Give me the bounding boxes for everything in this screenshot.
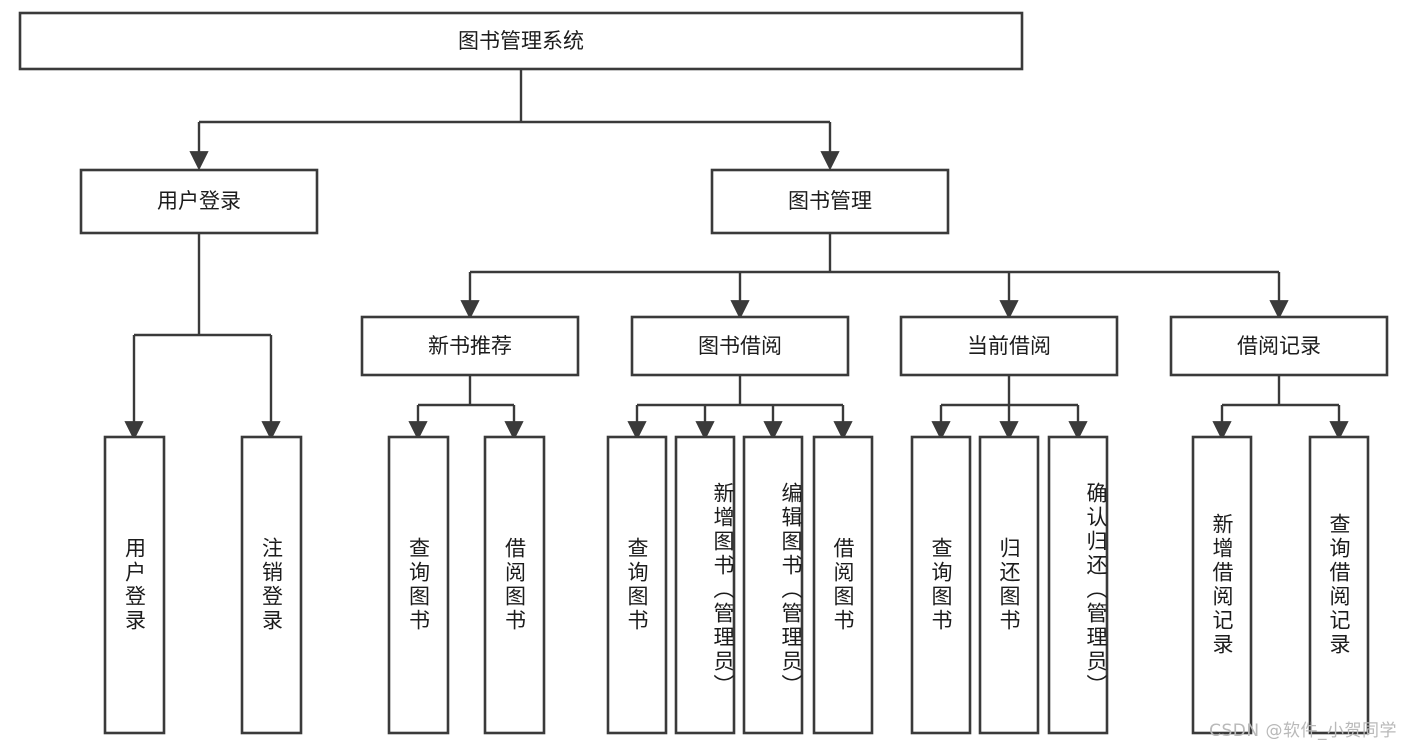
connectors-book-manage-to-level3 [460, 233, 1289, 320]
leaf-query-book-2-box[interactable] [606, 435, 668, 735]
node-new-book-rec-box[interactable] [360, 315, 580, 377]
leaf-borrow-book-2-box[interactable] [812, 435, 874, 735]
connectors-root-to-level2 [189, 69, 840, 171]
connectors-user-login-to-leaves [124, 233, 281, 441]
node-book-manage-label: 图书管理 [788, 189, 872, 213]
node-user-login-box[interactable] [79, 168, 319, 235]
leaf-user-logout-box[interactable] [240, 435, 303, 735]
node-borrow-record-box[interactable] [1169, 315, 1389, 377]
node-book-manage[interactable]: 图书管理 [710, 168, 950, 235]
csdn-watermark: CSDN @软件_小贺同学 [1209, 721, 1397, 741]
leaf-query-record-box[interactable] [1308, 435, 1370, 735]
leaf-boxes [103, 435, 1370, 735]
leaf-user-login-box[interactable] [103, 435, 166, 735]
leaf-query-book-3-box[interactable] [910, 435, 972, 735]
node-root-label: 图书管理系统 [458, 29, 584, 53]
node-borrow-record-label: 借阅记录 [1237, 334, 1321, 358]
node-new-book-rec[interactable]: 新书推荐 [360, 315, 580, 377]
connectors-new-book-rec-to-leaves [408, 375, 524, 441]
leaf-return-book-box[interactable] [978, 435, 1040, 735]
leaf-confirm-return-box[interactable] [1047, 435, 1109, 735]
connectors-book-borrow-to-leaves [627, 375, 853, 441]
node-user-login-label: 用户登录 [157, 189, 241, 213]
node-current-borrow[interactable]: 当前借阅 [899, 315, 1119, 377]
node-borrow-record[interactable]: 借阅记录 [1169, 315, 1389, 377]
connectors-borrow-record-to-leaves [1212, 375, 1349, 441]
node-root-box[interactable] [18, 11, 1024, 71]
leaf-query-book-1-box[interactable] [387, 435, 450, 735]
node-root[interactable]: 图书管理系统 [18, 11, 1024, 71]
leaf-borrow-book-1-box[interactable] [483, 435, 546, 735]
leaf-add-book-box[interactable] [674, 435, 736, 735]
node-user-login[interactable]: 用户登录 [79, 168, 319, 235]
node-book-borrow[interactable]: 图书借阅 [630, 315, 850, 377]
node-new-book-rec-label: 新书推荐 [428, 334, 512, 358]
leaf-add-record-box[interactable] [1191, 435, 1253, 735]
leaf-edit-book-box[interactable] [742, 435, 804, 735]
node-book-manage-box[interactable] [710, 168, 950, 235]
connectors-current-borrow-to-leaves [931, 375, 1088, 441]
node-book-borrow-label: 图书借阅 [698, 334, 782, 358]
node-book-borrow-box[interactable] [630, 315, 850, 377]
node-current-borrow-label: 当前借阅 [967, 334, 1051, 358]
node-current-borrow-box[interactable] [899, 315, 1119, 377]
